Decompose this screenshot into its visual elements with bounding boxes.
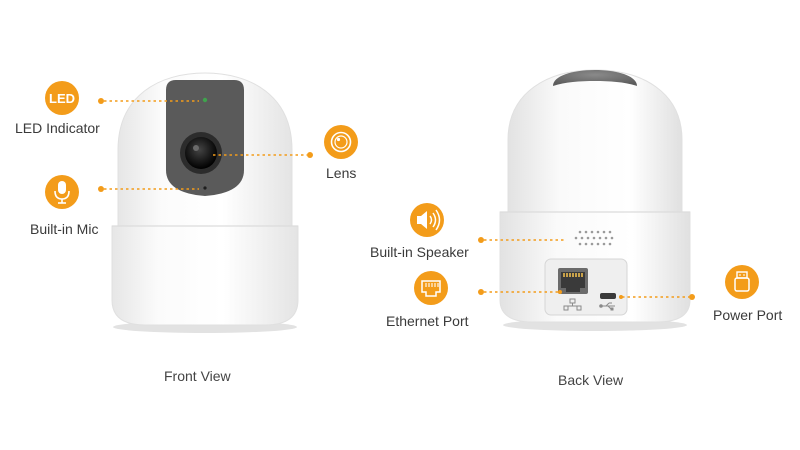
lens-leader-dot (307, 152, 313, 158)
speaker-hole (596, 230, 600, 234)
speaker-hole (590, 242, 594, 246)
network-symbol-icon (563, 298, 582, 311)
lens-icon (324, 125, 358, 159)
ethernet-port-label: Ethernet Port (386, 313, 469, 329)
speaker-hole (604, 236, 608, 240)
speaker-leader-dot (478, 237, 484, 243)
ethernet-target-dot (558, 290, 562, 294)
front-mic-hole (203, 186, 207, 190)
speaker-hole (578, 230, 582, 234)
speaker-hole (586, 236, 590, 240)
usb-plug-icon (725, 265, 759, 299)
mic-leader-dot (98, 186, 104, 192)
power-port (600, 293, 616, 299)
power-port-label: Power Port (713, 307, 783, 323)
built-in-mic-label: Built-in Mic (30, 221, 99, 237)
back-view-caption: Back View (558, 372, 624, 388)
power-target-dot (619, 295, 623, 299)
speaker-hole (598, 236, 602, 240)
ethernet-port-icon (414, 271, 448, 305)
speaker-hole (596, 242, 600, 246)
speaker-hole (590, 230, 594, 234)
speaker-hole (584, 230, 588, 234)
speaker-hole (578, 242, 582, 246)
led-icon: LED (45, 81, 79, 115)
svg-text:LED: LED (49, 91, 75, 106)
speaker-hole (610, 236, 614, 240)
front-camera (111, 72, 299, 333)
front-view-caption: Front View (164, 368, 231, 384)
speaker-hole (602, 230, 606, 234)
lens-label: Lens (326, 165, 357, 181)
speaker-hole (592, 236, 596, 240)
microphone-icon (45, 175, 79, 209)
speaker-hole (574, 236, 578, 240)
built-in-speaker-label: Built-in Speaker (370, 244, 469, 260)
speaker-hole (608, 230, 612, 234)
speaker-hole (580, 236, 584, 240)
power-leader-dot (689, 294, 695, 300)
ethernet-leader-dot (478, 289, 484, 295)
usb-symbol-icon (599, 302, 615, 311)
back-camera (499, 69, 691, 331)
speaker-grille (574, 230, 614, 246)
speaker-hole (602, 242, 606, 246)
speaker-hole (584, 242, 588, 246)
front-led-dot (202, 97, 208, 103)
led-indicator-label: LED Indicator (15, 120, 100, 136)
led-leader-dot (98, 98, 104, 104)
speaker-icon (410, 203, 444, 237)
speaker-hole (608, 242, 612, 246)
